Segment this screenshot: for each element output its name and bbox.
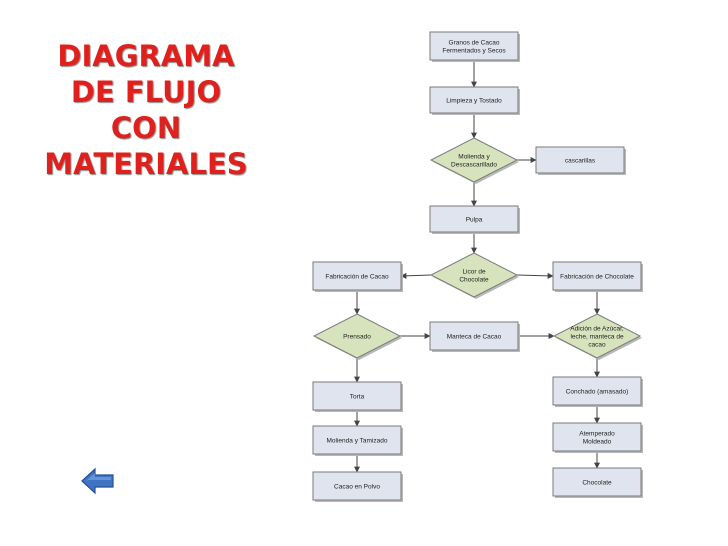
- node-box: [312, 425, 402, 455]
- node-diamond: [312, 313, 402, 359]
- title-line-1: DIAGRAMA: [57, 39, 235, 73]
- node-pulpa: Pulpa: [429, 205, 520, 234]
- node-label: Atemperado: [579, 430, 615, 437]
- node-box: [552, 467, 642, 497]
- node-diamond: [552, 313, 642, 359]
- node-conchado: Conchado (amasado): [552, 376, 643, 407]
- node-label: Conchado (amasado): [566, 388, 629, 395]
- node-box: [429, 321, 519, 351]
- node-label: Prensado: [343, 333, 371, 340]
- node-label: Torta: [350, 393, 365, 400]
- back-arrow-icon[interactable]: [80, 466, 116, 496]
- node-label: cacao: [588, 341, 606, 348]
- title-line-4: MATERIALES: [44, 147, 248, 181]
- node-label: Fabricación de Cacao: [325, 273, 389, 280]
- node-limpieza: Limpieza y Tostado: [429, 86, 520, 115]
- node-label: Molienda y: [458, 153, 490, 160]
- node-box: [312, 381, 402, 411]
- node-fab-choc: Fabricación de Chocolate: [552, 261, 643, 292]
- node-box: [552, 422, 642, 452]
- node-label: leche, manteca de: [570, 333, 624, 340]
- title-line-2: DE FLUJO: [70, 75, 222, 109]
- node-box: [429, 86, 519, 114]
- node-diamond: [429, 252, 519, 298]
- node-label: Adición de Azúcar,: [570, 325, 624, 332]
- node-diamond: [429, 137, 519, 183]
- node-label: cascarillas: [565, 157, 596, 164]
- node-manteca: Manteca de Cacao: [429, 321, 520, 352]
- node-cascarillas: cascarillas: [535, 146, 626, 175]
- node-label: Fermentados y Secos: [442, 47, 506, 54]
- node-box: [312, 471, 402, 501]
- node-label: Chocolate: [582, 479, 612, 486]
- node-label: Licor de: [462, 268, 486, 275]
- node-box: [312, 261, 402, 291]
- node-label: Manteca de Cacao: [447, 333, 502, 340]
- node-label: Limpieza y Tostado: [446, 97, 502, 104]
- node-label: Descascarillado: [451, 161, 497, 168]
- node-box: [429, 31, 519, 61]
- node-box: [552, 261, 642, 291]
- node-label: Fabricación de Chocolate: [560, 273, 634, 280]
- node-label: Chocolate: [459, 276, 489, 283]
- node-label: Moldeado: [583, 438, 612, 445]
- node-label: Molienda y Tamizado: [327, 437, 388, 444]
- flow-edges: [354, 60, 600, 473]
- edge-licor-to-fab-choc: [516, 272, 554, 279]
- node-box: [429, 205, 519, 233]
- node-torta: Torta: [312, 381, 403, 412]
- node-label: Cacao en Polvo: [334, 483, 380, 490]
- node-chocolate: Chocolate: [552, 467, 643, 498]
- node-fab-cacao: Fabricación de Cacao: [312, 261, 403, 292]
- node-box: [552, 376, 642, 406]
- node-label: Pulpa: [466, 216, 483, 223]
- node-box: [535, 146, 625, 174]
- title-line-3: CON: [110, 111, 182, 145]
- node-cacao-polvo: Cacao en Polvo: [312, 471, 403, 502]
- node-label: Granos de Cacao: [449, 39, 500, 46]
- edge-licor-to-fab-cacao: [400, 272, 432, 279]
- node-prensado: Prensado: [312, 313, 402, 360]
- node-molienda-tam: Molienda y Tamizado: [312, 425, 403, 456]
- page-title: DIAGRAMA DE FLUJO CON MATERIALES: [40, 38, 252, 182]
